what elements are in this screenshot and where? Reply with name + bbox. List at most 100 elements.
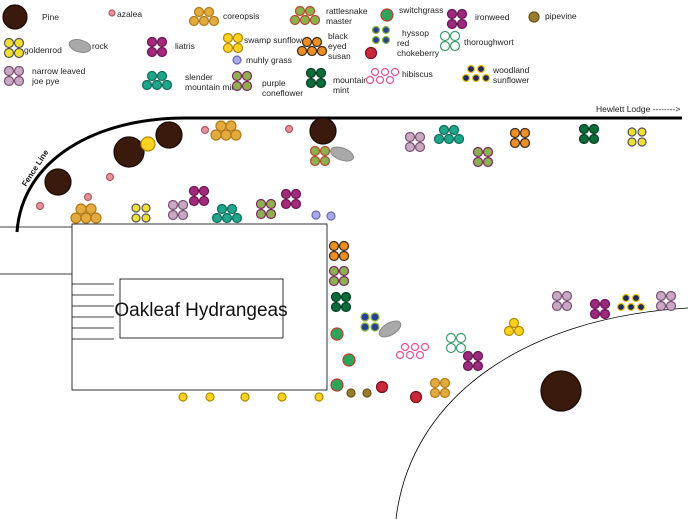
- narrow-leaved-joe-pye-plant: [551, 300, 563, 312]
- black-eyed-susan-plant: [509, 127, 521, 139]
- coreopsis-plant: [203, 6, 215, 18]
- mountain-mint-plant: [340, 291, 352, 303]
- hibiscus-plant: [395, 350, 405, 360]
- rattlesnake-master-swatch: [289, 5, 321, 26]
- swamp-sunflower-plant: [178, 392, 188, 402]
- narrow-leaved-joe-pye-swatch: [3, 65, 25, 87]
- slender-mountain-mint-plant: [141, 79, 153, 91]
- legend-label-woodland-sunflower: woodland: [492, 65, 530, 75]
- hibiscus-plant: [380, 67, 390, 77]
- swamp-sunflower-plant: [140, 136, 156, 152]
- legend-label-coreopsis: coreopsis: [223, 11, 259, 21]
- legend-label-mountain-mint: mint: [333, 85, 350, 95]
- swamp-sunflower-plant: [508, 317, 520, 329]
- legend-label-red-chokeberry: chokeberry: [397, 48, 440, 58]
- ironweed-plant: [589, 308, 601, 320]
- narrow-leaved-joe-pye-plant: [404, 141, 416, 153]
- coreopsis-swatch: [188, 6, 220, 27]
- purple-coneflower-plant: [241, 80, 253, 92]
- azalea-cluster: [83, 192, 93, 202]
- narrow-leaved-joe-pye-plant: [404, 131, 416, 143]
- black-eyed-susan-plant: [311, 36, 323, 48]
- goldenrod-cluster: [627, 127, 647, 147]
- black-eyed-susan-plant: [296, 45, 308, 57]
- legend-item-azalea: azalea: [108, 9, 142, 19]
- slender-mountain-mint-plant: [151, 79, 163, 91]
- pipevine-swatch: [528, 11, 540, 23]
- liatris-plant: [280, 188, 292, 200]
- narrow-leaved-joe-pye-plant: [561, 300, 573, 312]
- rattlesnake-master-plant: [309, 145, 321, 157]
- liatris-plant: [188, 195, 200, 207]
- narrow-leaved-joe-pye-plant: [655, 290, 667, 302]
- coreopsis-plant: [429, 387, 441, 399]
- woodland-sunflower-plant: [471, 73, 481, 83]
- black-eyed-susan-plant: [509, 137, 521, 149]
- coreopsis-plant: [210, 129, 222, 141]
- black-eyed-susan-plant: [316, 45, 328, 57]
- legend-label-hyssop: hyssop: [402, 28, 429, 38]
- narrow-leaved-joe-pye-plant: [167, 209, 179, 221]
- legend-item-coreopsis: coreopsis: [188, 6, 259, 27]
- swamp-sunflower-cluster: [503, 317, 525, 337]
- ironweed-plant: [472, 360, 484, 372]
- legend-label-purple-coneflower: coneflower: [262, 88, 303, 98]
- red-chokeberry-swatch: [364, 46, 378, 60]
- hibiscus-plant: [370, 67, 380, 77]
- narrow-leaved-joe-pye-plant: [13, 65, 25, 77]
- legend-label-purple-coneflower: purple: [262, 78, 286, 88]
- pipevine-cluster: [362, 388, 372, 398]
- purple-coneflower-plant: [482, 156, 494, 168]
- azalea-cluster: [284, 124, 294, 134]
- liatris-swatch: [146, 36, 168, 58]
- liatris-plant: [188, 185, 200, 197]
- mountain-mint-plant: [305, 67, 317, 79]
- hyssop-swatch: [371, 25, 391, 45]
- slender-mountain-mint-plant: [221, 212, 233, 224]
- goldenrod-plant: [637, 127, 647, 137]
- rock: [330, 146, 354, 162]
- black-eyed-susan-cluster: [328, 240, 350, 262]
- slender-mountain-mint-cluster: [433, 124, 465, 145]
- slender-mountain-mint-plant: [443, 133, 455, 145]
- slender-mountain-mint-plant: [448, 124, 460, 136]
- slender-mountain-mint-cluster: [211, 203, 243, 224]
- muhly-grass-plant: [232, 55, 242, 65]
- rattlesnake-master-cluster: [309, 145, 331, 167]
- thoroughwort-plant: [449, 30, 461, 42]
- coreopsis-plant: [230, 129, 242, 141]
- slender-mountain-mint-plant: [216, 203, 228, 215]
- swamp-sunflower-plant: [503, 325, 515, 337]
- black-eyed-susan-plant: [338, 250, 350, 262]
- swamp-sunflower-plant: [222, 32, 234, 44]
- swamp-sunflower-plant: [232, 32, 244, 44]
- coreopsis-cluster: [429, 377, 451, 399]
- rattlesnake-master-plant: [304, 5, 316, 17]
- liatris-plant: [146, 36, 158, 48]
- liatris-plant: [146, 46, 158, 58]
- hibiscus-swatch: [365, 67, 400, 85]
- pine-plant: [540, 370, 582, 412]
- muhly-grass-plant: [326, 211, 336, 221]
- legend-label-azalea: azalea: [117, 9, 142, 19]
- switchgrass-plant: [380, 8, 394, 22]
- swamp-sunflower-cluster: [205, 392, 215, 402]
- goldenrod-plant: [637, 137, 647, 147]
- pine-plant: [309, 117, 337, 145]
- legend-label-mountain-mint: mountain: [333, 75, 368, 85]
- purple-coneflower-swatch: [231, 70, 253, 92]
- slender-mountain-mint-plant: [161, 79, 173, 91]
- legend-label-slender-mountain-mint: mountain mint: [185, 82, 239, 92]
- legend-item-ironweed: ironweed: [446, 8, 510, 30]
- thoroughwort-plant: [445, 342, 457, 354]
- muhly-grass-swatch: [232, 55, 242, 65]
- red-chokeberry-plant: [375, 380, 389, 394]
- legend-label-liatris: liatris: [175, 41, 195, 51]
- narrow-leaved-joe-pye-plant: [13, 75, 25, 87]
- narrow-leaved-joe-pye-cluster: [167, 199, 189, 221]
- swamp-sunflower-plant: [205, 392, 215, 402]
- thoroughwort-swatch: [439, 30, 461, 52]
- ironweed-plant: [462, 350, 474, 362]
